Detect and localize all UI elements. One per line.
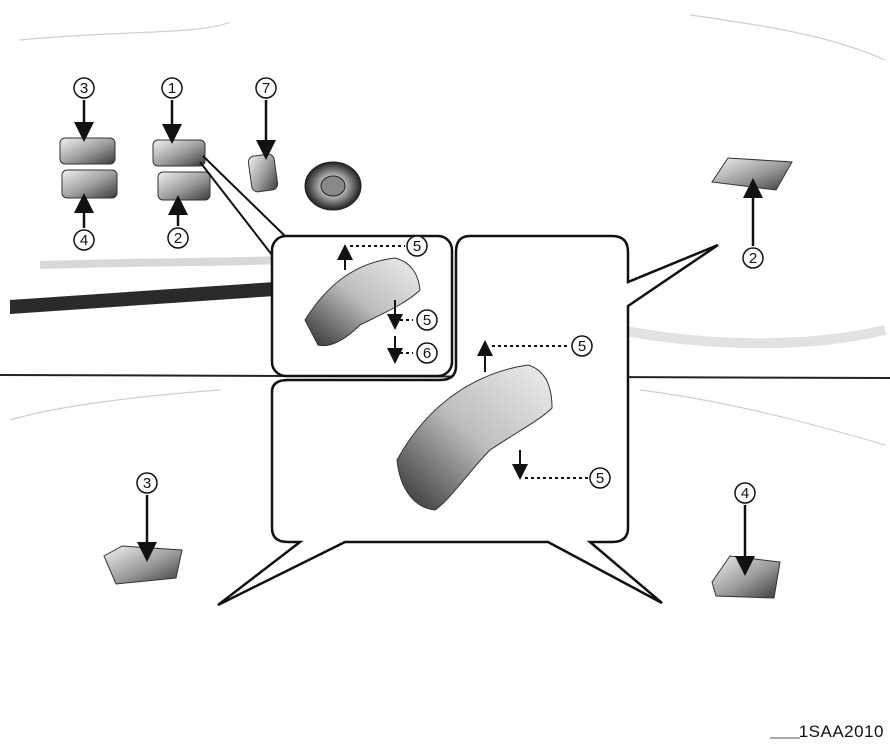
callout-5-b: 5 (423, 312, 431, 329)
callout-5-a: 5 (413, 238, 421, 255)
detail-box-upper (270, 234, 454, 378)
callout-1: 1 (168, 80, 176, 97)
top-arrows (74, 100, 276, 228)
callout-7: 7 (262, 80, 270, 97)
installed-lamp-3 (103, 495, 183, 585)
detail-lamp-cover (304, 257, 421, 347)
parts-row (59, 137, 362, 211)
installed-lamp-2 (711, 157, 793, 246)
callout-4-bottom: 4 (741, 485, 749, 502)
headliner-background (9, 14, 887, 446)
callout-2-top: 2 (174, 230, 182, 247)
callout-labels (73, 77, 764, 504)
main-lamp-cover (396, 364, 553, 511)
roof-line (0, 374, 890, 379)
installed-lamp-4 (711, 505, 781, 599)
callout-5-c: 5 (578, 338, 586, 355)
callout-numbers: 3 4 1 2 7 5 5 6 5 5 2 3 4 (80, 80, 757, 502)
callout-6: 6 (423, 345, 431, 362)
lamp-part-4 (61, 169, 118, 199)
callout-3-bottom: 3 (143, 475, 151, 492)
roof-trim-strip (10, 282, 275, 314)
callout-5-d: 5 (596, 470, 604, 487)
switch-part-7 (247, 153, 279, 193)
knob-part-center (320, 175, 346, 197)
callout-4-top: 4 (80, 232, 88, 249)
lamp-part-3 (59, 137, 116, 165)
detail-pointer (199, 155, 286, 256)
figure-code: 1SAA2010 (798, 722, 884, 741)
lamp-part-2 (157, 171, 211, 201)
callout-3-top: 3 (80, 80, 88, 97)
callout-2-right: 2 (749, 250, 757, 267)
lamp-part-1 (152, 139, 206, 167)
detail-box-main (217, 234, 719, 607)
